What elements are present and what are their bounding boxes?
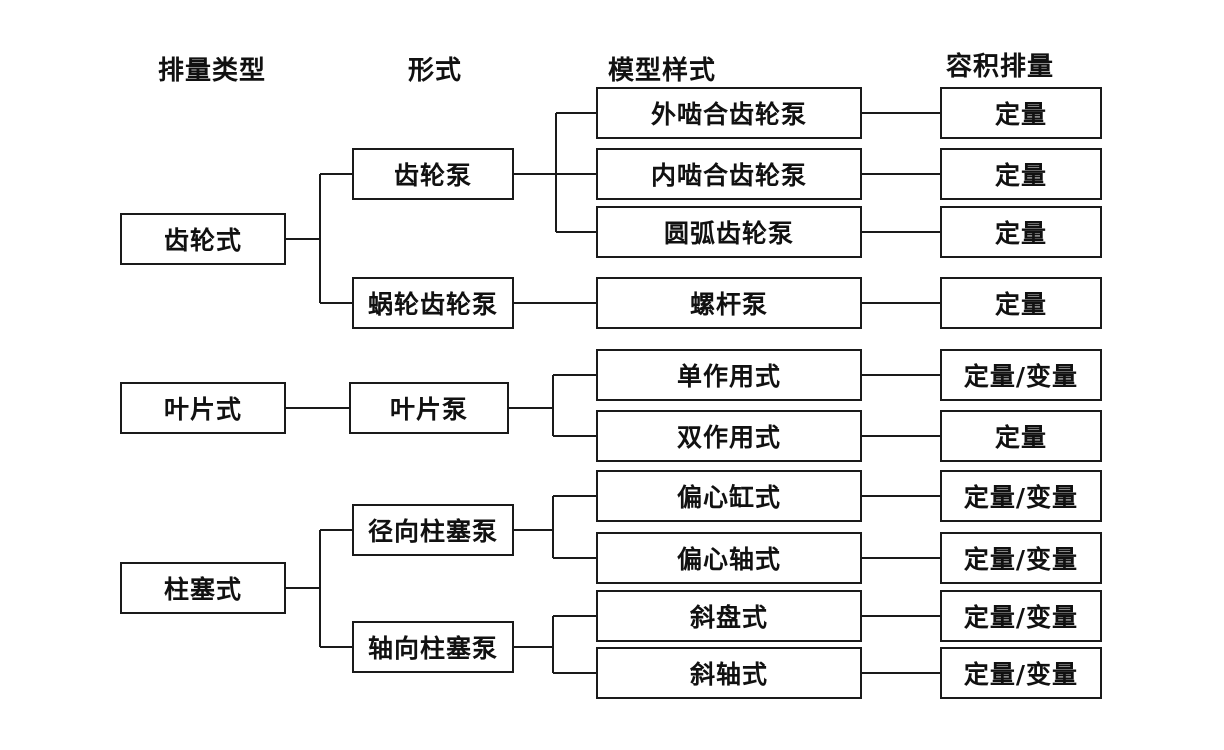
displacement-box-eccentric-shaft: 定量/变量 <box>940 532 1102 584</box>
header-form: 形式 <box>408 56 463 86</box>
model-box-swash-plate: 斜盘式 <box>596 590 862 642</box>
model-box-screw-pump: 螺杆泵 <box>596 277 862 329</box>
model-box-bent-axis: 斜轴式 <box>596 647 862 699</box>
displacement-box-swash-plate: 定量/变量 <box>940 590 1102 642</box>
displacement-box-eccentric-cylinder: 定量/变量 <box>940 470 1102 522</box>
displacement-box-single-acting: 定量/变量 <box>940 349 1102 401</box>
model-box-internal-gear: 内啮合齿轮泵 <box>596 148 862 200</box>
displacement-box-external-gear: 定量 <box>940 87 1102 139</box>
connector-radial-piston <box>514 495 596 559</box>
model-box-single-acting: 单作用式 <box>596 349 862 401</box>
displacement-box-bent-axis: 定量/变量 <box>940 647 1102 699</box>
connector-gear-type <box>285 173 352 304</box>
displacement-box-internal-gear: 定量 <box>940 148 1102 200</box>
type-box-gear: 齿轮式 <box>120 213 286 265</box>
displacement-box-double-acting: 定量 <box>940 410 1102 462</box>
header-model-style: 模型样式 <box>608 56 717 86</box>
model-box-double-acting: 双作用式 <box>596 410 862 462</box>
model-box-eccentric-shaft: 偏心轴式 <box>596 532 862 584</box>
connector-vane-pump <box>509 374 596 437</box>
form-box-gear-pump: 齿轮泵 <box>352 148 514 200</box>
form-box-axial-piston-pump: 轴向柱塞泵 <box>352 621 514 673</box>
form-box-radial-piston-pump: 径向柱塞泵 <box>352 504 514 556</box>
connector-models-displacements <box>862 112 940 674</box>
model-box-external-gear: 外啮合齿轮泵 <box>596 87 862 139</box>
header-volume-displacement: 容积排量 <box>946 52 1055 82</box>
connector-piston-type <box>285 529 352 648</box>
header-displacement-type: 排量类型 <box>158 56 267 86</box>
form-box-worm-gear-pump: 蜗轮齿轮泵 <box>352 277 514 329</box>
connector-axial-piston <box>514 615 596 674</box>
connector-gear-pump <box>514 112 596 233</box>
displacement-box-screw-pump: 定量 <box>940 277 1102 329</box>
form-box-vane-pump: 叶片泵 <box>349 382 509 434</box>
model-box-eccentric-cylinder: 偏心缸式 <box>596 470 862 522</box>
type-box-piston: 柱塞式 <box>120 562 286 614</box>
type-box-vane: 叶片式 <box>120 382 286 434</box>
model-box-arc-gear: 圆弧齿轮泵 <box>596 206 862 258</box>
displacement-box-arc-gear: 定量 <box>940 206 1102 258</box>
